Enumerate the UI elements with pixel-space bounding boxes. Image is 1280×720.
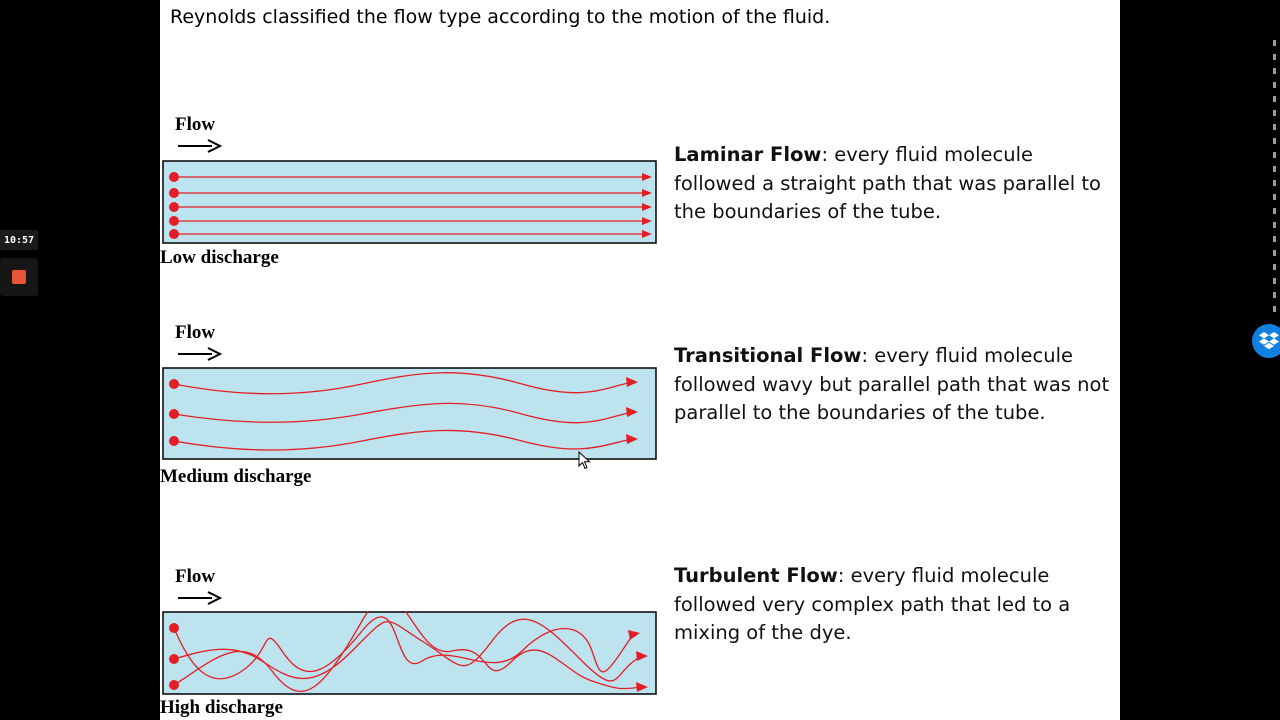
stop-recording-button[interactable] (0, 258, 38, 296)
description-title: Transitional Flow (674, 344, 862, 367)
description-text: : every fluid molecule followed wavy but… (674, 344, 1110, 424)
turbulent-tube (162, 611, 657, 695)
recording-timer: 10:57 (0, 230, 38, 250)
flow-direction-arrow-icon (178, 139, 222, 153)
laminar-diagram: Flow L (160, 114, 660, 274)
laminar-description: Laminar Flow: every fluid molecule follo… (674, 141, 1114, 227)
flow-label: Flow (175, 566, 216, 587)
transitional-diagram: Flow Medium discharge (160, 322, 660, 492)
discharge-label: Medium discharge (160, 466, 312, 487)
description-text: : every fluid molecule followed very com… (674, 564, 1071, 644)
turbulent-description: Turbulent Flow: every fluid molecule fol… (674, 562, 1114, 648)
dropbox-icon[interactable] (1252, 324, 1280, 358)
slide-headline: Reynolds classified the flow type accord… (170, 6, 831, 28)
discharge-label: Low discharge (160, 247, 279, 268)
description-title: Turbulent Flow (674, 564, 838, 587)
flow-direction-arrow-icon (178, 591, 222, 605)
turbulent-diagram: Flow High discharge (160, 566, 660, 720)
laminar-tube (162, 160, 657, 244)
transitional-tube (162, 367, 657, 460)
stop-icon (12, 270, 26, 284)
slide: Reynolds classified the flow type accord… (160, 0, 1120, 720)
scrollbar[interactable] (1273, 40, 1276, 320)
mouse-cursor-icon (578, 451, 591, 470)
flow-label: Flow (175, 322, 216, 343)
description-text: : every fluid molecule followed a straig… (674, 143, 1101, 223)
flow-label: Flow (175, 114, 216, 135)
discharge-label: High discharge (160, 697, 283, 718)
description-title: Laminar Flow (674, 143, 822, 166)
flow-direction-arrow-icon (178, 347, 222, 361)
transitional-description: Transitional Flow: every fluid molecule … (674, 342, 1114, 428)
